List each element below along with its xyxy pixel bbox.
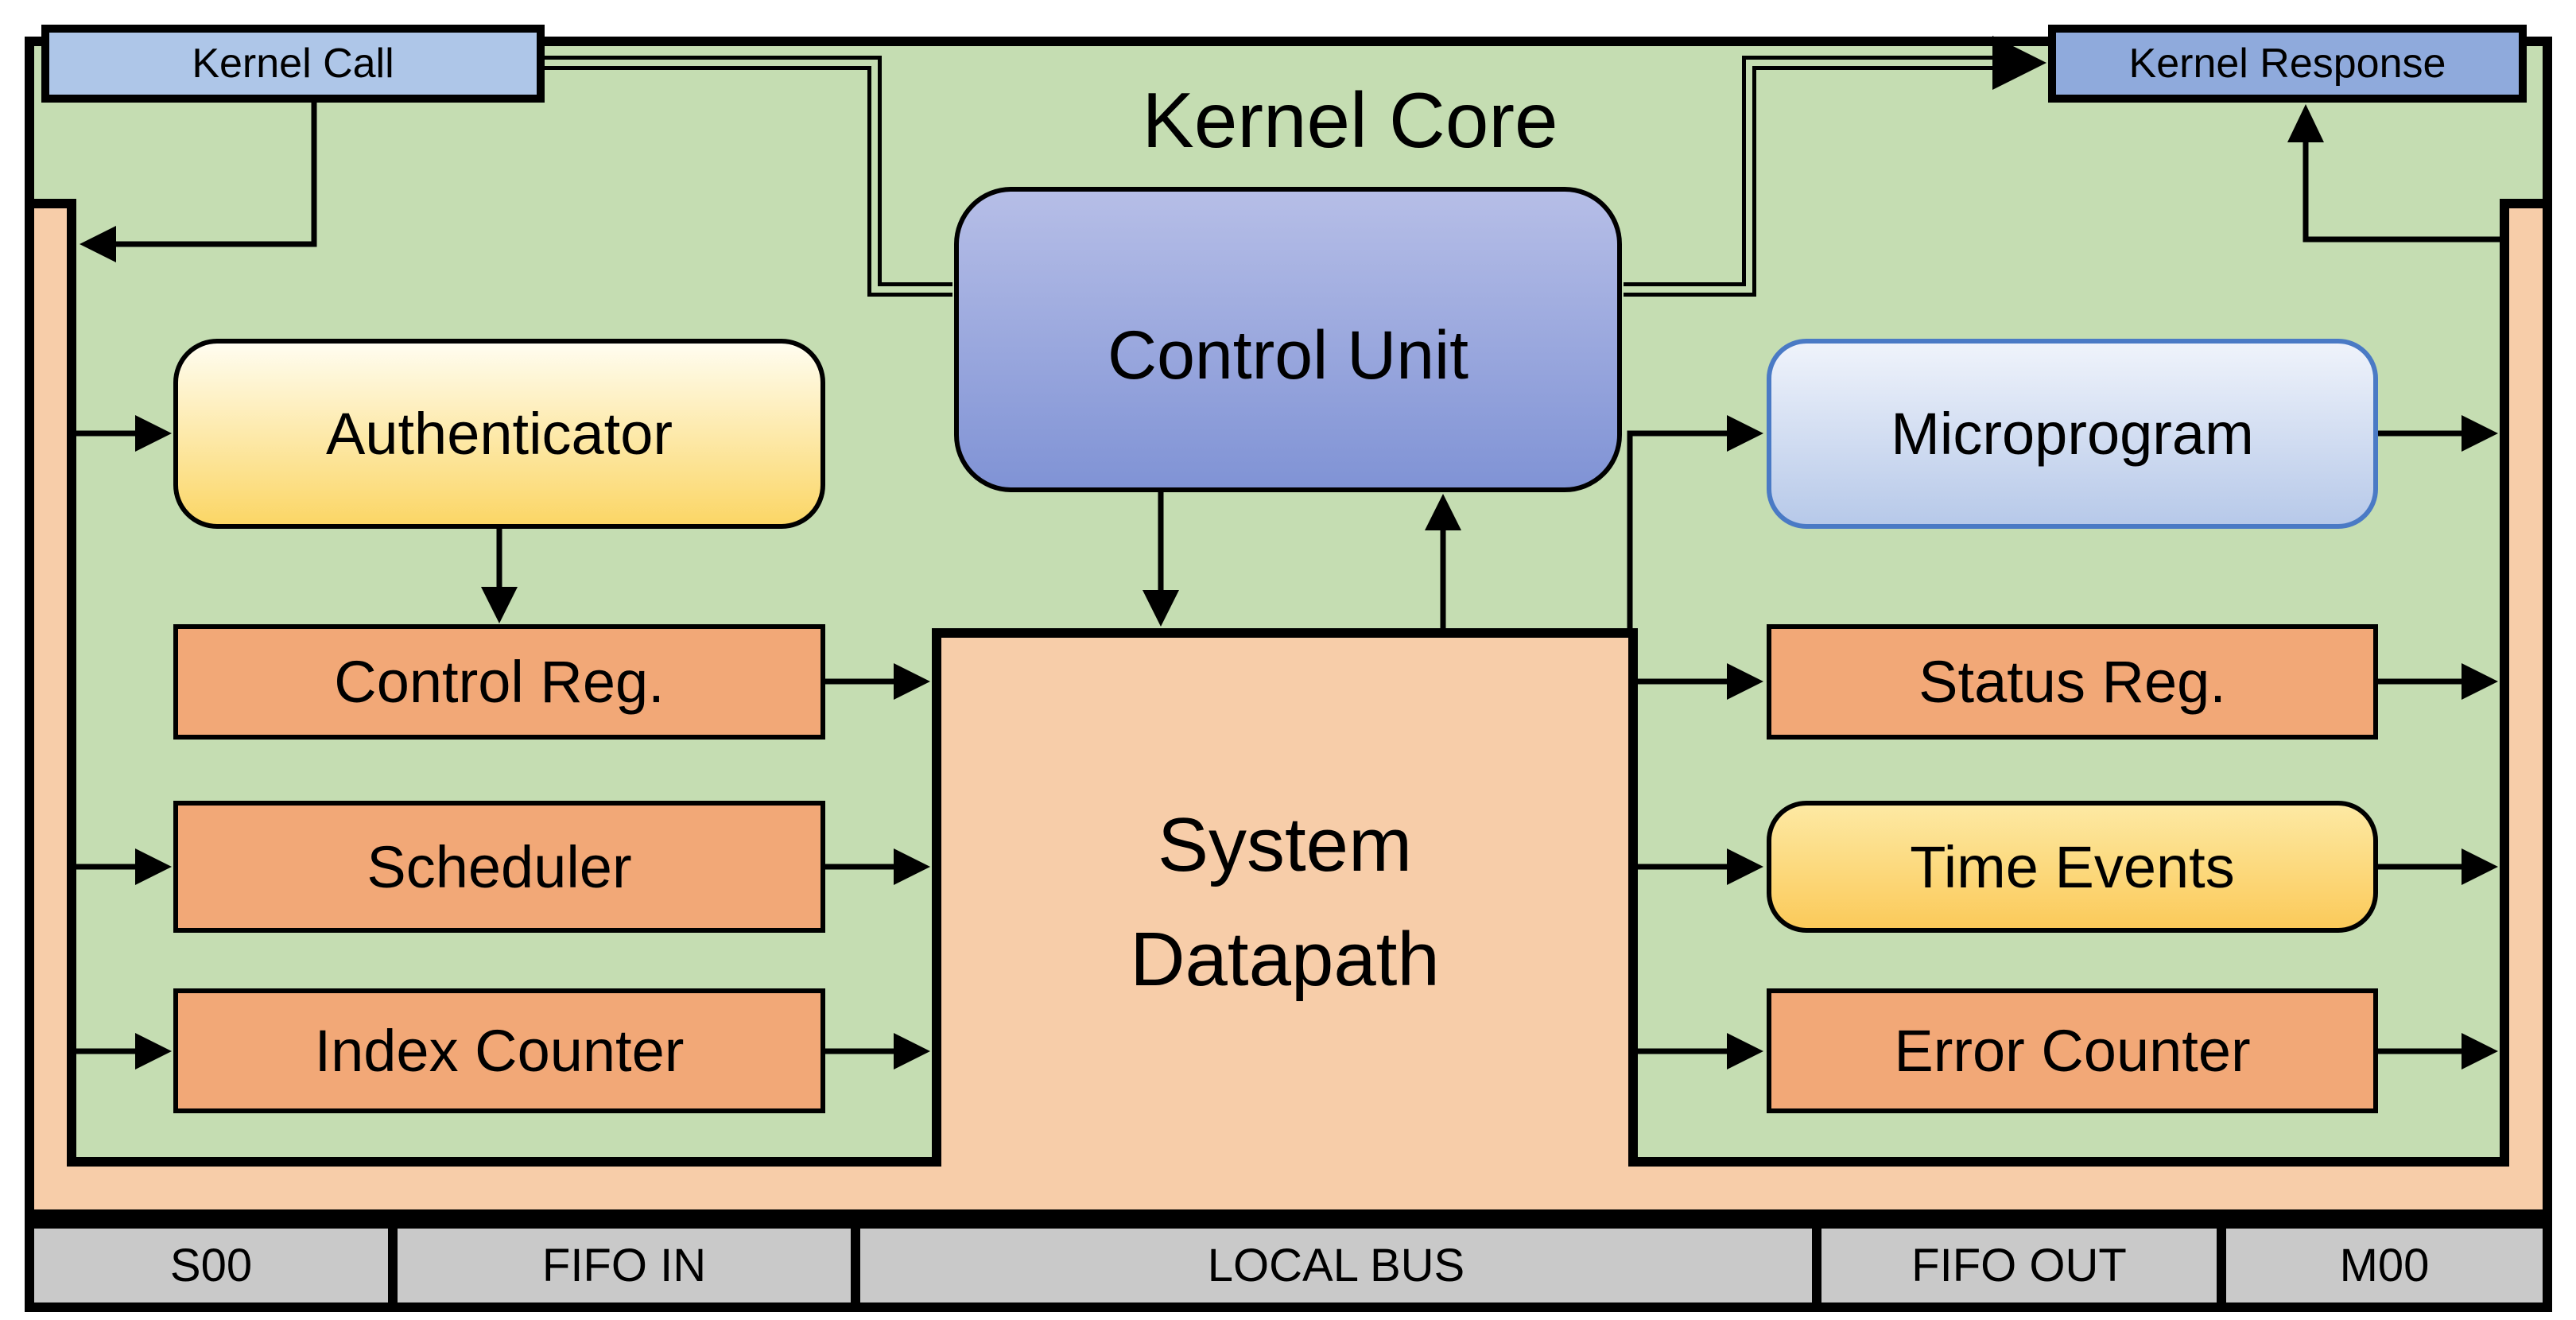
bus-kernel-call-to-control-unit xyxy=(541,56,952,297)
kernel-response-label: Kernel Response xyxy=(2128,41,2446,87)
arrow-authenticator-to-control-reg xyxy=(481,529,518,623)
bus-cell-m00: M00 xyxy=(2217,1229,2543,1303)
bus-cell-fifo-out-label: FIFO OUT xyxy=(1911,1240,2127,1291)
block-error-counter: Error Counter xyxy=(1767,988,2378,1113)
arrow-channel-to-authenticator xyxy=(76,415,172,452)
microprogram-label: Microprogram xyxy=(1891,401,2254,467)
block-status-reg: Status Reg. xyxy=(1767,624,2378,740)
index-counter-label: Index Counter xyxy=(314,1018,685,1084)
block-index-counter: Index Counter xyxy=(173,988,825,1113)
arrow-datapath-to-time-events xyxy=(1638,848,1763,885)
arrow-channel-to-kernel-response xyxy=(2287,104,2500,243)
arrow-channel-to-index-counter xyxy=(76,1033,172,1070)
control-reg-label: Control Reg. xyxy=(334,649,665,715)
block-kernel-response: Kernel Response xyxy=(2048,25,2527,103)
bus-cell-s00-label: S00 xyxy=(169,1240,253,1291)
block-scheduler: Scheduler xyxy=(173,801,825,933)
system-datapath-label: System Datapath xyxy=(1130,802,1440,1002)
arrow-error-counter-to-channel xyxy=(2378,1033,2498,1070)
arrow-channel-to-scheduler xyxy=(76,848,172,885)
control-unit-label: Control Unit xyxy=(1107,316,1469,394)
output-channel-bar xyxy=(2500,199,2543,1167)
block-time-events: Time Events xyxy=(1767,801,2378,933)
block-system-datapath: System Datapath xyxy=(932,628,1638,1167)
authenticator-label: Authenticator xyxy=(325,401,673,467)
block-kernel-call: Kernel Call xyxy=(41,25,545,103)
time-events-label: Time Events xyxy=(1910,833,2235,900)
arrow-microprogram-to-channel xyxy=(2378,415,2498,452)
status-reg-label: Status Reg. xyxy=(1918,649,2226,715)
bus-control-unit-to-kernel-response xyxy=(1624,36,2046,297)
page-title: Kernel Core xyxy=(1142,76,1558,164)
bus-cell-local-bus: LOCAL BUS xyxy=(851,1229,1812,1303)
arrow-time-events-to-channel xyxy=(2378,848,2498,885)
bus-cell-local-bus-label: LOCAL BUS xyxy=(1207,1240,1465,1291)
block-control-unit: Control Unit xyxy=(954,187,1622,492)
block-authenticator: Authenticator xyxy=(173,339,825,529)
scheduler-label: Scheduler xyxy=(367,833,632,900)
bus-cell-s00: S00 xyxy=(34,1229,388,1303)
error-counter-label: Error Counter xyxy=(1894,1018,2251,1084)
block-microprogram: Microprogram xyxy=(1767,339,2378,529)
arrow-index-counter-to-datapath xyxy=(825,1033,930,1070)
kernel-call-label: Kernel Call xyxy=(192,41,394,87)
block-control-reg: Control Reg. xyxy=(173,624,825,740)
bus-cell-fifo-in-label: FIFO IN xyxy=(541,1240,707,1291)
arrow-datapath-to-microprogram xyxy=(1627,415,1763,630)
bus-bar: S00 FIFO IN LOCAL BUS FIFO OUT M00 xyxy=(25,1219,2552,1312)
input-channel-bar xyxy=(34,199,76,1167)
arrow-scheduler-to-datapath xyxy=(825,848,930,885)
arrow-status-reg-to-channel xyxy=(2378,663,2498,700)
arrow-control-unit-to-datapath xyxy=(1143,492,1179,627)
bus-cell-fifo-out: FIFO OUT xyxy=(1812,1229,2217,1303)
arrow-datapath-to-status-reg xyxy=(1638,663,1763,700)
arrow-datapath-to-control-unit xyxy=(1425,494,1461,628)
bus-cell-fifo-in: FIFO IN xyxy=(388,1229,851,1303)
bus-cell-m00-label: M00 xyxy=(2339,1240,2430,1291)
arrow-datapath-to-error-counter xyxy=(1638,1033,1763,1070)
arrow-kernel-call-to-channel xyxy=(80,103,317,262)
arrow-control-reg-to-datapath xyxy=(825,663,930,700)
